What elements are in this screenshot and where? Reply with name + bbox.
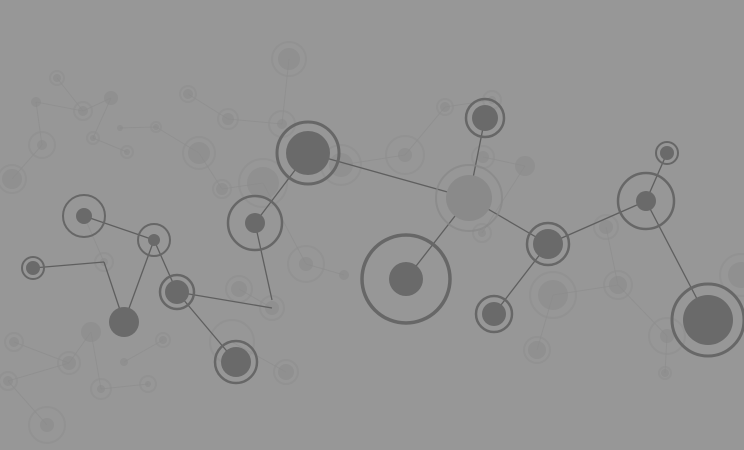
node <box>62 194 106 238</box>
node <box>275 120 341 186</box>
node <box>435 164 503 232</box>
node <box>474 294 514 334</box>
node <box>158 273 196 311</box>
node <box>670 282 744 358</box>
node <box>226 194 284 252</box>
background-faint-network <box>0 41 744 444</box>
node <box>213 339 259 385</box>
node <box>109 307 139 337</box>
node <box>464 97 506 139</box>
node <box>655 141 679 165</box>
node <box>360 233 452 325</box>
node <box>21 256 45 280</box>
node <box>525 221 571 267</box>
node <box>616 171 676 231</box>
node <box>137 223 171 257</box>
